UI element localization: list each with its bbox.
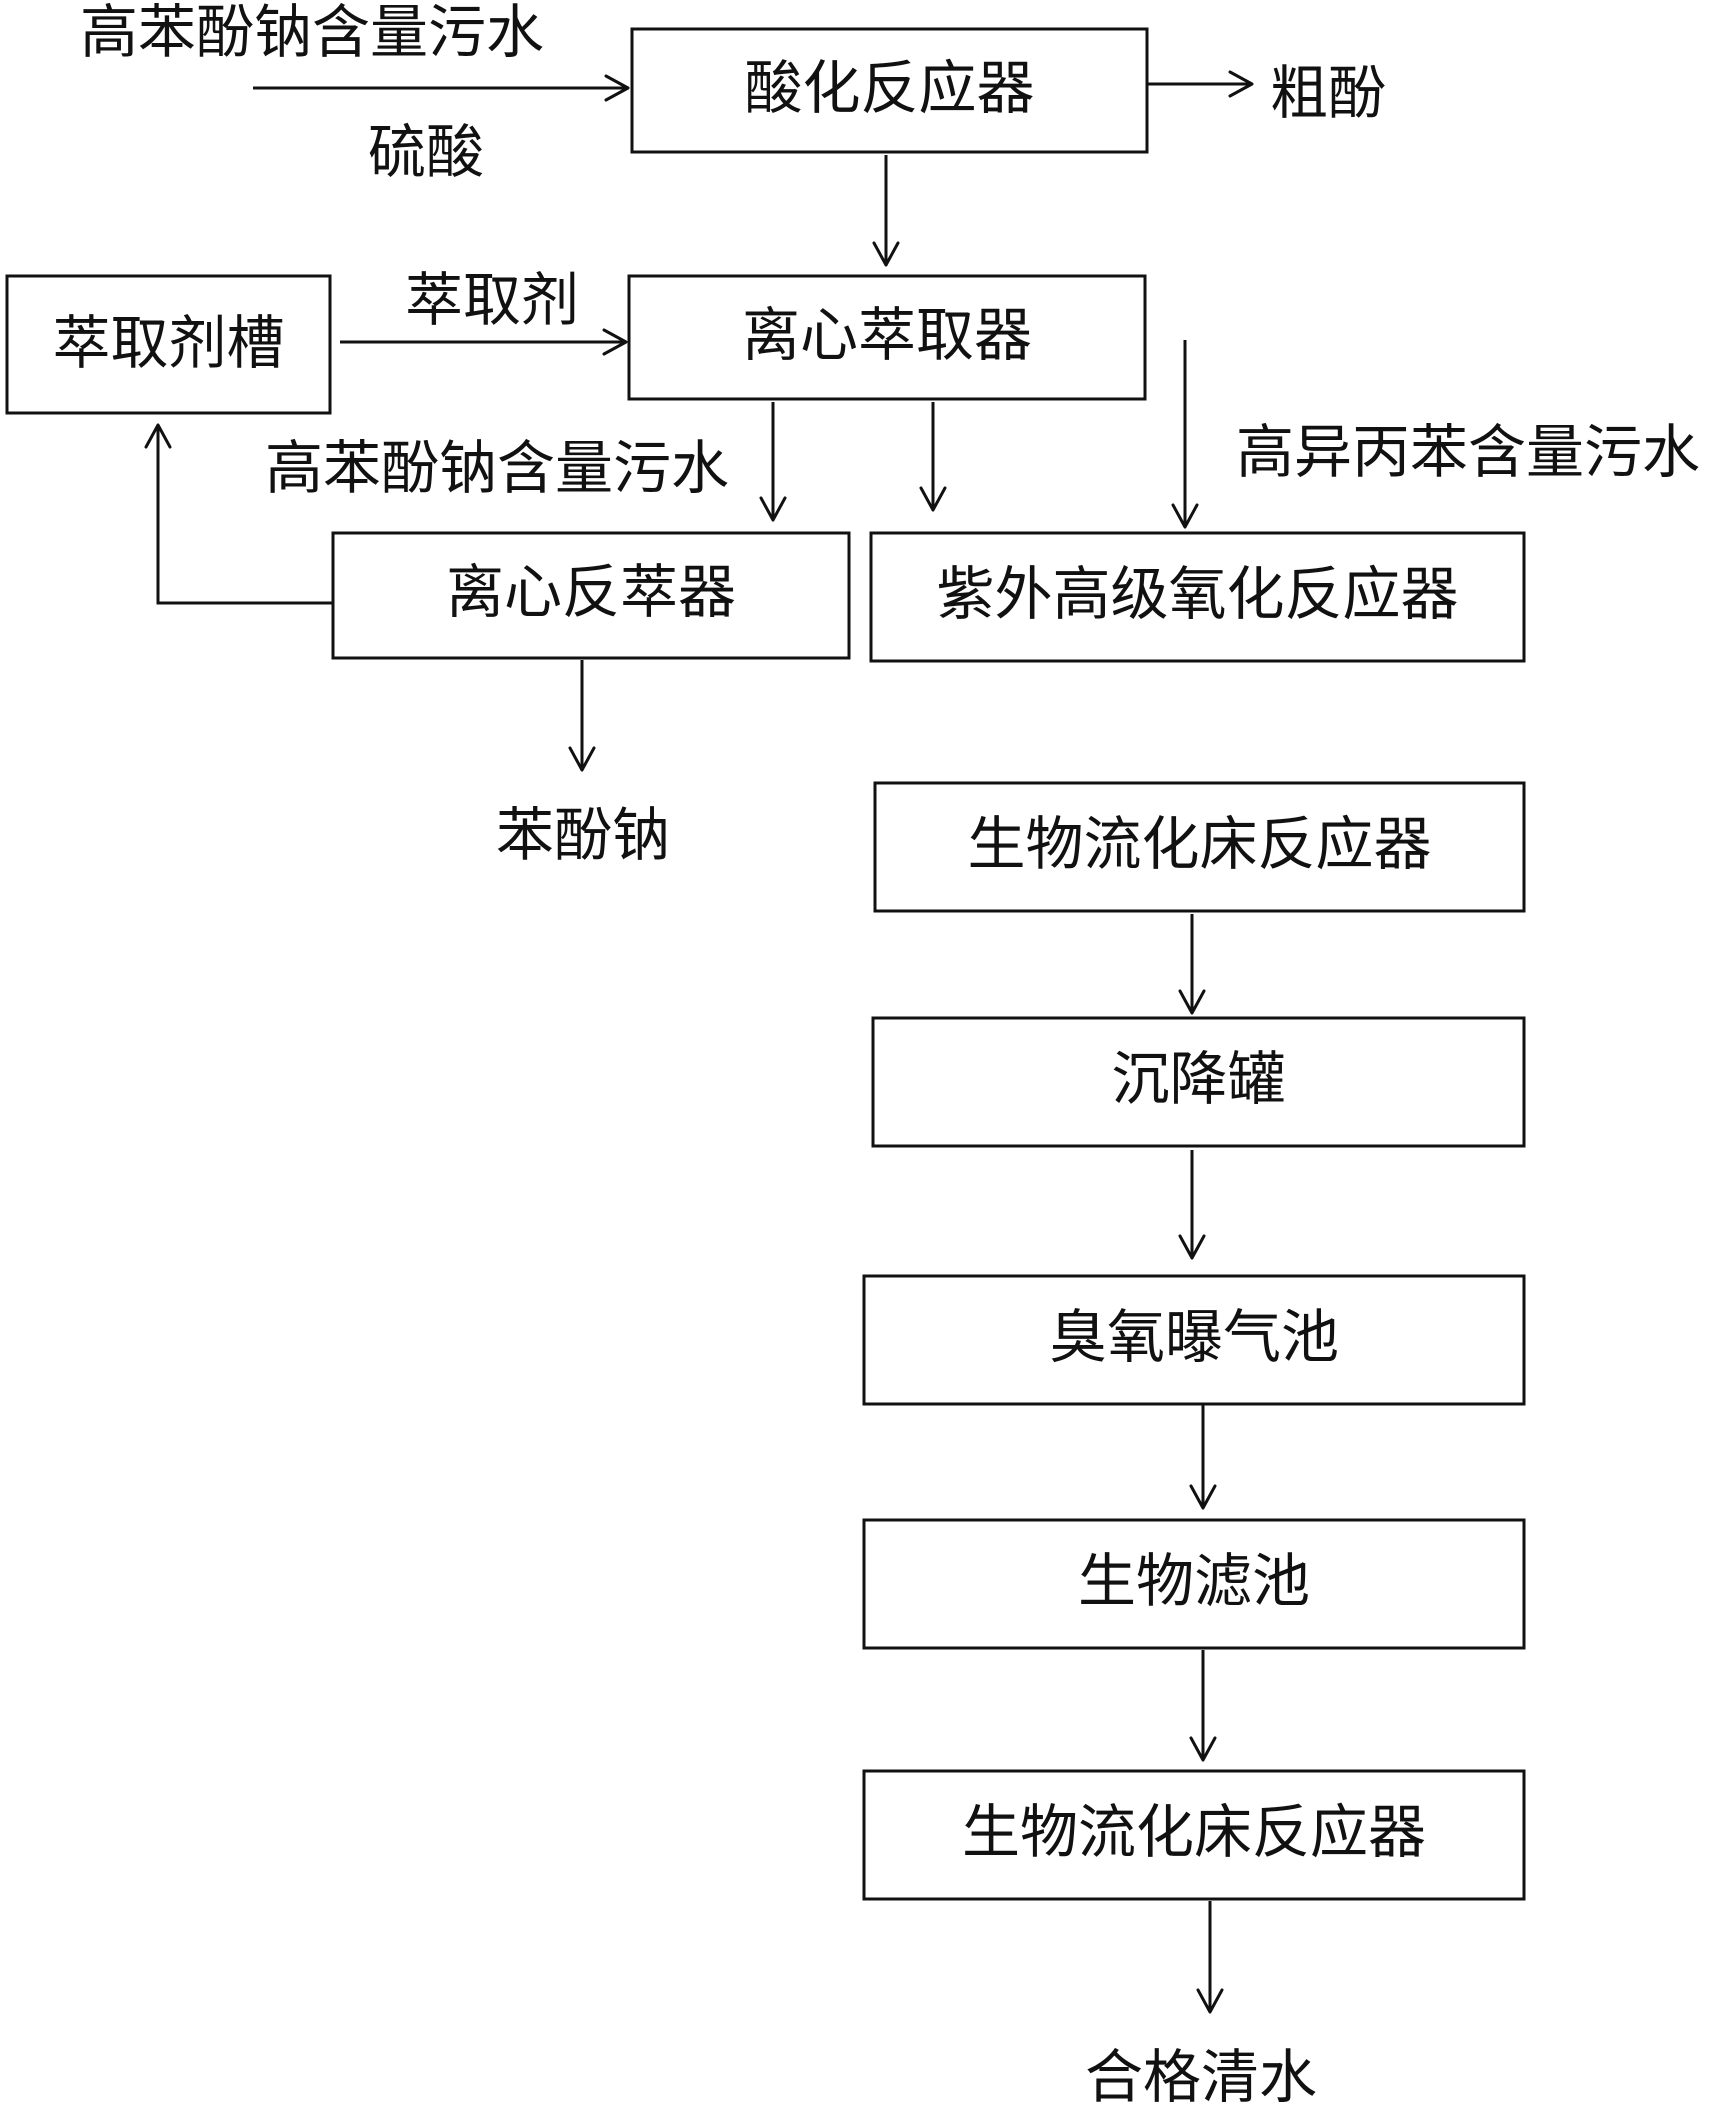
- arrow-back-extractor-recycle-to-tank: [144, 423, 333, 605]
- arrow-bio-bed-2-to-clean-water: [1196, 1901, 1224, 2014]
- arrow-ozone-to-bio-filter: [1189, 1404, 1217, 1510]
- extractant-tank-label: 萃取剂槽: [52, 309, 284, 377]
- centrifugal-back-extractor-label: 离心反萃器: [446, 558, 736, 626]
- arrow-extractant-tank-to-extractor: [340, 328, 628, 356]
- arrow-extractor-to-uv-aop: [919, 402, 947, 512]
- label-high-sodium-phenolate-wastewater-mid: 高苯酚钠含量污水: [265, 434, 729, 502]
- arrow-wastewater-to-acidification: [253, 74, 630, 102]
- arrow-bio-bed-1-to-settling: [1178, 914, 1206, 1015]
- bio-fluidized-bed-2-box: 生物流化床反应器: [862, 1769, 1526, 1901]
- label-crude-phenol: 粗酚: [1270, 59, 1386, 127]
- arrow-acidification-to-crude-phenol: [1147, 70, 1254, 98]
- arrow-back-extractor-to-sodium-phenolate: [568, 660, 596, 772]
- bio-fluidized-bed-1-label: 生物流化床反应器: [967, 810, 1431, 878]
- arrow-settling-to-ozone: [1178, 1150, 1206, 1260]
- centrifugal-extractor-box: 离心萃取器: [627, 274, 1147, 401]
- label-qualified-clean-water: 合格清水: [1085, 2043, 1317, 2109]
- bio-fluidized-bed-2-label: 生物流化床反应器: [962, 1798, 1426, 1866]
- ozone-aeration-tank-label: 臭氧曝气池: [1049, 1303, 1339, 1371]
- acidification-reactor-label: 酸化反应器: [744, 54, 1034, 122]
- arrow-extractor-to-back-extractor: [759, 402, 787, 522]
- uv-aop-reactor-label: 紫外高级氧化反应器: [936, 560, 1458, 628]
- uv-aop-reactor-box: 紫外高级氧化反应器: [869, 531, 1526, 663]
- extractant-tank-box: 萃取剂槽: [5, 274, 332, 415]
- arrow-bio-filter-to-bio-bed-2: [1189, 1650, 1217, 1762]
- label-extractant: 萃取剂: [405, 266, 579, 334]
- bio-filter-label: 生物滤池: [1078, 1547, 1310, 1615]
- settling-tank-label: 沉降罐: [1111, 1045, 1285, 1113]
- arrow-cumene-wastewater-to-uv-aop: [1171, 340, 1199, 529]
- centrifugal-extractor-label: 离心萃取器: [742, 301, 1032, 369]
- label-sodium-phenolate: 苯酚钠: [496, 801, 670, 869]
- bio-fluidized-bed-1-box: 生物流化床反应器: [873, 781, 1526, 913]
- ozone-aeration-tank-box: 臭氧曝气池: [862, 1274, 1526, 1406]
- label-high-cumene-wastewater: 高异丙苯含量污水: [1236, 418, 1700, 486]
- arrow-acidification-to-extractor: [872, 155, 900, 267]
- bio-filter-box: 生物滤池: [862, 1518, 1526, 1650]
- label-sulfuric-acid: 硫酸: [368, 118, 484, 186]
- flow-lines: [144, 70, 1254, 2014]
- centrifugal-back-extractor-box: 离心反萃器: [331, 531, 851, 660]
- acidification-reactor-box: 酸化反应器: [630, 27, 1149, 154]
- label-high-sodium-phenolate-wastewater-in: 高苯酚钠含量污水: [80, 0, 544, 66]
- settling-tank-box: 沉降罐: [871, 1016, 1526, 1148]
